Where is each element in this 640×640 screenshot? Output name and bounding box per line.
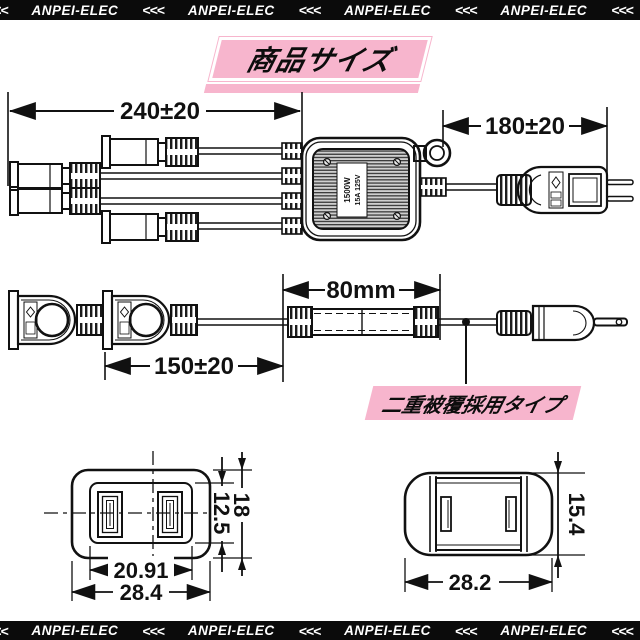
splitter-body: 1500W 15A 125V [300,136,422,242]
screws [323,158,402,221]
outlet-slot-right [157,491,183,538]
hanging-ring [413,138,452,168]
brand-logo-text: ANPEI-ELEC [31,2,119,18]
splitter-top-view: 1500W 15A 125V [7,92,634,244]
brand-logo-text: ANPEI-ELEC [344,2,431,18]
chevron-icon: <<< [298,2,322,18]
body-cable-entries [281,142,303,235]
plug-prong [606,195,634,202]
body-rating-label [336,162,368,218]
side-socket-2 [102,290,198,350]
chevron-icon: <<< [611,622,634,639]
brand-logo-text: ANPEI-ELEC [31,623,119,638]
outlet-front-view [44,451,252,605]
dim-label-180: 180±20 [485,113,565,140]
banner-strip: <<< ANPEI-ELEC <<< ANPEI-ELEC <<< ANPEI-… [0,2,640,18]
chevron-icon: <<< [454,2,478,18]
plug-tab-right [505,496,517,532]
ac-plug-top-view [516,165,634,215]
dim-15-4 [554,452,562,578]
dim-label-240: 240±20 [120,98,200,125]
dimension-labels: 240±20 180±20 80mm 150±20 12.5 18 20.91 … [113,98,589,605]
top-brand-banner: <<< ANPEI-ELEC <<< ANPEI-ELEC <<< ANPEI-… [0,0,640,20]
dim-label-28-4: 28.4 [120,580,164,605]
brand-logo-text: ANPEI-ELEC [500,623,588,638]
brand-logo-text: ANPEI-ELEC [500,2,588,18]
dim-180 [441,107,609,208]
plug-prong [606,179,634,186]
plug-cord [419,174,532,206]
ac-plug-side-view [531,304,628,342]
chevron-icon: <<< [454,622,478,639]
dim-80 [281,274,442,340]
brand-logo-text: ANPEI-ELEC [344,623,431,638]
plug-tab-left [440,496,452,532]
dim-label-20-91: 20.91 [113,558,168,583]
chevron-icon: <<< [298,622,322,639]
body-label-line2: 15A 125V [355,174,362,205]
brand-logo-text: ANPEI-ELEC [187,623,275,638]
outlet-slot-left [97,491,123,538]
chevron-icon: <<< [142,622,165,639]
dim-150 [103,274,285,382]
callout-leader [462,318,470,384]
bottom-brand-banner: <<< ANPEI-ELEC <<< ANPEI-ELEC <<< ANPEI-… [0,621,640,640]
side-socket-1 [8,290,104,350]
chevron-icon: <<< [0,2,9,18]
dim-label-15-4: 15.4 [564,493,589,537]
dim-label-18: 18 [229,493,254,517]
dim-28-4 [70,580,212,605]
output-socket-bottom [101,210,282,244]
dim-label-150: 150±20 [154,353,234,380]
banner-strip: <<< ANPEI-ELEC <<< ANPEI-ELEC <<< ANPEI-… [0,623,640,639]
dim-18 [232,452,251,576]
body-label-line1: 1500W [343,177,352,203]
output-socket-mid-lower [9,186,282,216]
dim-28-2 [403,569,554,594]
plug-prong [593,317,628,327]
dim-label-12-5: 12.5 [209,492,234,535]
dim-20-91 [88,556,194,582]
cable-and-sleeve [197,306,532,338]
double-sheath-callout-label: 二重被覆採用タイプ [364,386,582,420]
brand-logo-text: ANPEI-ELEC [187,2,275,18]
pse-diamond-icon [25,306,36,318]
output-socket-top [101,135,282,169]
dim-label-28-2: 28.2 [449,570,492,595]
output-socket-mid-upper [9,161,282,191]
dim-12-5 [212,457,231,572]
chevron-icon: <<< [611,2,634,18]
dim-label-80mm: 80mm [326,277,395,304]
chevron-icon: <<< [142,2,165,18]
plug-label [548,171,564,209]
cord-side-view [8,274,628,384]
plug-dimension-view [403,452,585,594]
callout-label-text: 二重被覆採用タイプ [379,394,566,417]
double-sheath-sleeve [311,308,415,336]
prong-hole [615,318,623,326]
pse-diamond-icon [119,306,130,318]
chevron-icon: <<< [0,622,9,639]
pse-diamond-icon [551,176,561,189]
dim-240 [7,92,303,186]
